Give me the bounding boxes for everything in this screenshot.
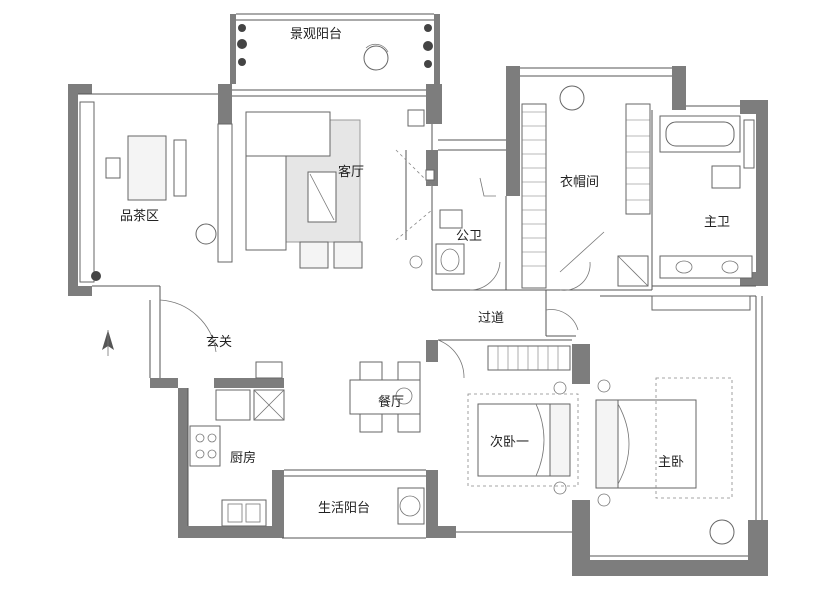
label-corridor: 过道 bbox=[478, 311, 504, 326]
label-living-room: 客厅 bbox=[338, 164, 364, 180]
label-utility-balcony: 生活阳台 bbox=[318, 501, 370, 516]
label-entrance: 玄关 bbox=[206, 335, 232, 350]
room-labels: 景观阳台 品茶区 客厅 衣帽间 公卫 主卫 过道 玄关 餐厅 次卧一 主卧 厨房… bbox=[120, 27, 730, 516]
north-arrow-icon bbox=[102, 330, 114, 356]
label-master-bath: 主卫 bbox=[704, 215, 730, 230]
label-cloakroom: 衣帽间 bbox=[560, 174, 599, 190]
label-second-bedroom: 次卧一 bbox=[490, 434, 529, 450]
label-public-bath: 公卫 bbox=[456, 229, 482, 244]
plant-icon bbox=[91, 24, 433, 281]
label-scenic-balcony: 景观阳台 bbox=[290, 27, 342, 42]
furniture bbox=[79, 43, 755, 545]
label-tea-area: 品茶区 bbox=[120, 208, 159, 224]
label-kitchen: 厨房 bbox=[230, 450, 256, 466]
label-master-bedroom: 主卧 bbox=[658, 455, 684, 470]
label-dining-room: 餐厅 bbox=[378, 394, 404, 410]
interior-lines bbox=[78, 13, 763, 557]
walls bbox=[68, 14, 768, 576]
